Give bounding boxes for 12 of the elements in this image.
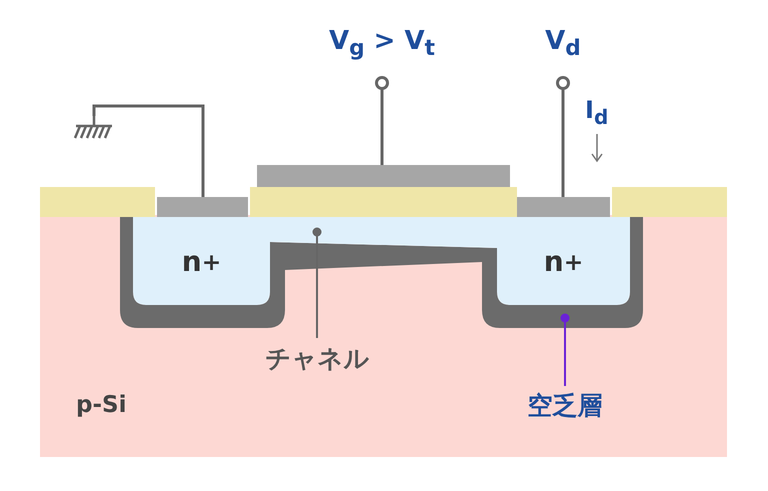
wire	[92, 104, 204, 197]
source-contact	[157, 197, 248, 217]
current-label: I$_{d}$	[585, 96, 608, 129]
leader-line	[312, 228, 322, 338]
wire	[562, 89, 564, 197]
drain-contact	[517, 197, 610, 217]
region-label: p-Si	[76, 392, 126, 418]
leader-line	[560, 314, 570, 386]
gate-electrode	[257, 165, 510, 187]
wire	[380, 89, 384, 165]
terminal-label: V$_{g}$ > V$_{t}$	[328, 26, 436, 62]
terminal-label: V$_{d}$	[544, 26, 582, 62]
